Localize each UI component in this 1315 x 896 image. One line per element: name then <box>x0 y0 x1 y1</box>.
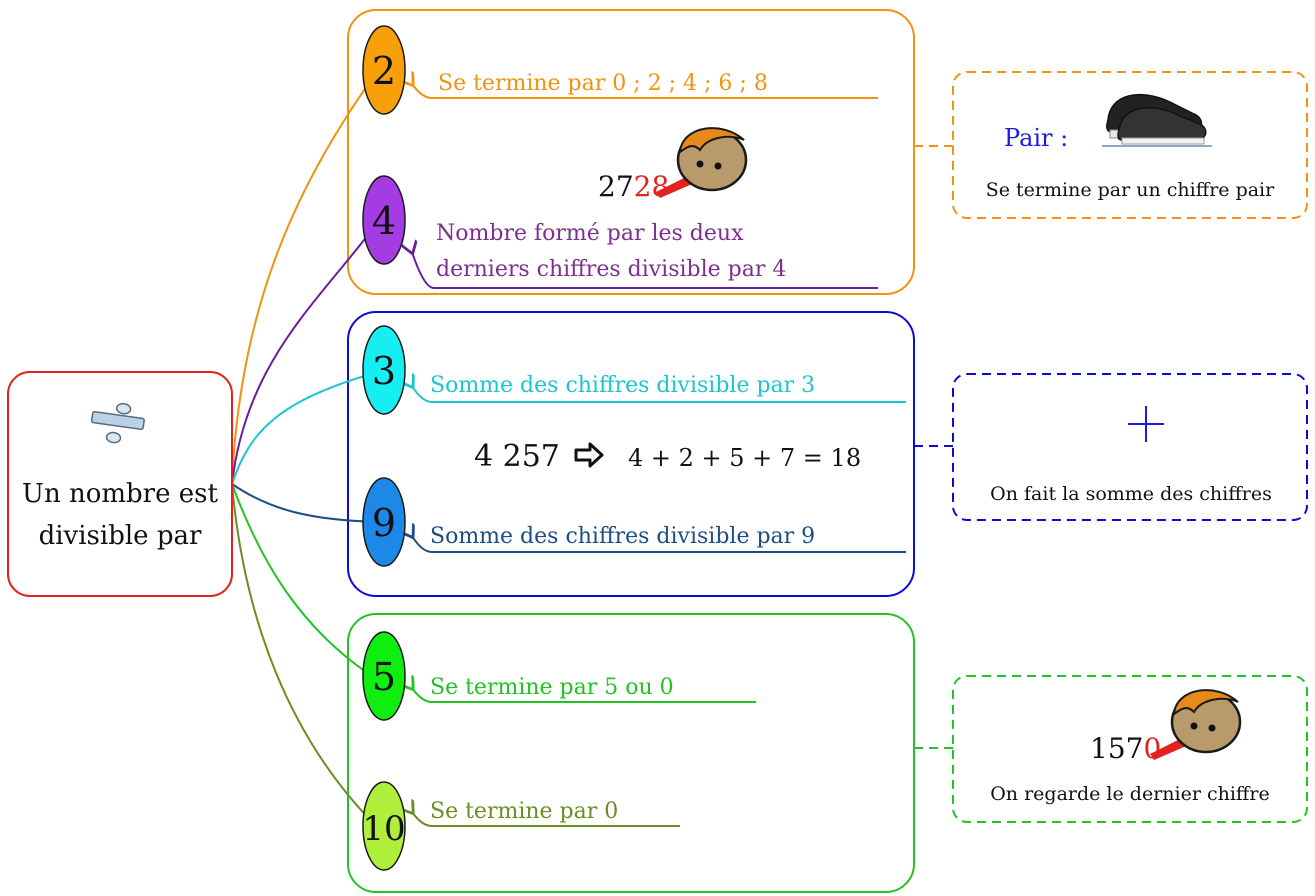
rule-arrow-4 <box>412 252 878 289</box>
divisor-node-9: 9 <box>362 477 406 567</box>
branch-5 <box>231 483 379 681</box>
hollow-arrow-right-icon <box>574 442 604 468</box>
rule-text-3: Somme des chiffres divisible par 3 <box>430 373 815 398</box>
divisor-node-3: 3 <box>362 325 406 415</box>
root-node: Un nombre est divisible par <box>7 371 233 597</box>
example-digits-plain: 157 <box>1090 732 1143 765</box>
divisor-node-10: 10 <box>362 781 406 871</box>
rule-arrow-3 <box>412 386 906 403</box>
note-even: Pair : Se termine par un chiffre pair <box>986 80 1275 201</box>
rule-arrow-5 <box>412 688 756 703</box>
note-pair-label: Pair : <box>1004 124 1068 152</box>
example-digits-plain: 27 <box>598 170 634 203</box>
example-sum: 4 257 4 + 2 + 5 + 7 = 18 <box>474 439 861 474</box>
branch-2 <box>231 69 379 485</box>
rule-text-2: Se termine par 0 ; 2 ; 4 ; 6 ; 8 <box>438 71 768 96</box>
note-last-text: On regarde le dernier chiffre <box>990 783 1270 805</box>
face-pointing-icon <box>1148 688 1242 762</box>
rule-arrow-2 <box>412 84 878 99</box>
example-last: 1570 <box>1090 688 1242 765</box>
rule-arrow-10 <box>412 812 680 827</box>
divisor-label-2: 2 <box>372 49 396 93</box>
divisor-label-10: 10 <box>362 809 405 849</box>
example-even: 2728 <box>598 126 748 203</box>
note-sum: On fait la somme des chiffres <box>990 406 1272 505</box>
note-sum-text: On fait la somme des chiffres <box>990 483 1272 505</box>
note-frame-even <box>952 71 1308 219</box>
example-digits-highlighted: 28 <box>634 170 670 203</box>
divisor-node-5: 5 <box>362 631 406 721</box>
example-digit-sum: 4 + 2 + 5 + 7 = 18 <box>628 444 861 472</box>
division-sign-icon <box>90 402 145 444</box>
example-number-4257: 4 257 <box>474 439 560 474</box>
note-frame-last <box>952 675 1308 823</box>
face-pointing-icon <box>654 126 748 200</box>
rule-text-4-line2: derniers chiffres divisible par 4 <box>436 257 786 282</box>
branch-3 <box>231 371 379 485</box>
root-label-line2: divisible par <box>39 521 202 551</box>
note-frame-sum <box>952 373 1308 521</box>
branch-10 <box>231 483 379 829</box>
sneakers-icon <box>1100 80 1216 152</box>
divisor-label-4: 4 <box>372 199 396 243</box>
rule-text-10: Se termine par 0 <box>430 799 618 824</box>
divisor-node-2: 2 <box>362 25 406 115</box>
note-even-text: Se termine par un chiffre pair <box>986 179 1275 201</box>
example-number-2728: 2728 <box>598 170 669 203</box>
note-last: On regarde le dernier chiffre <box>990 783 1270 805</box>
group-frame-last <box>347 613 915 893</box>
example-digits-highlighted: 0 <box>1143 732 1161 765</box>
divisor-label-9: 9 <box>372 501 396 545</box>
root-label-line1: Un nombre est <box>22 479 218 509</box>
rule-text-5: Se termine par 5 ou 0 <box>430 675 674 700</box>
branch-9 <box>231 483 379 523</box>
plus-icon <box>1128 406 1164 442</box>
rule-arrow-9 <box>412 536 906 553</box>
branch-4 <box>231 221 379 485</box>
divisor-label-5: 5 <box>372 655 396 699</box>
group-frame-sum <box>347 311 915 597</box>
rule-text-4-line1: Nombre formé par les deux <box>436 221 744 246</box>
divisor-label-3: 3 <box>372 349 396 393</box>
example-number-1570: 1570 <box>1090 732 1161 765</box>
divisor-node-4: 4 <box>362 175 406 265</box>
rule-text-9: Somme des chiffres divisible par 9 <box>430 524 815 549</box>
group-frame-even <box>347 9 915 295</box>
